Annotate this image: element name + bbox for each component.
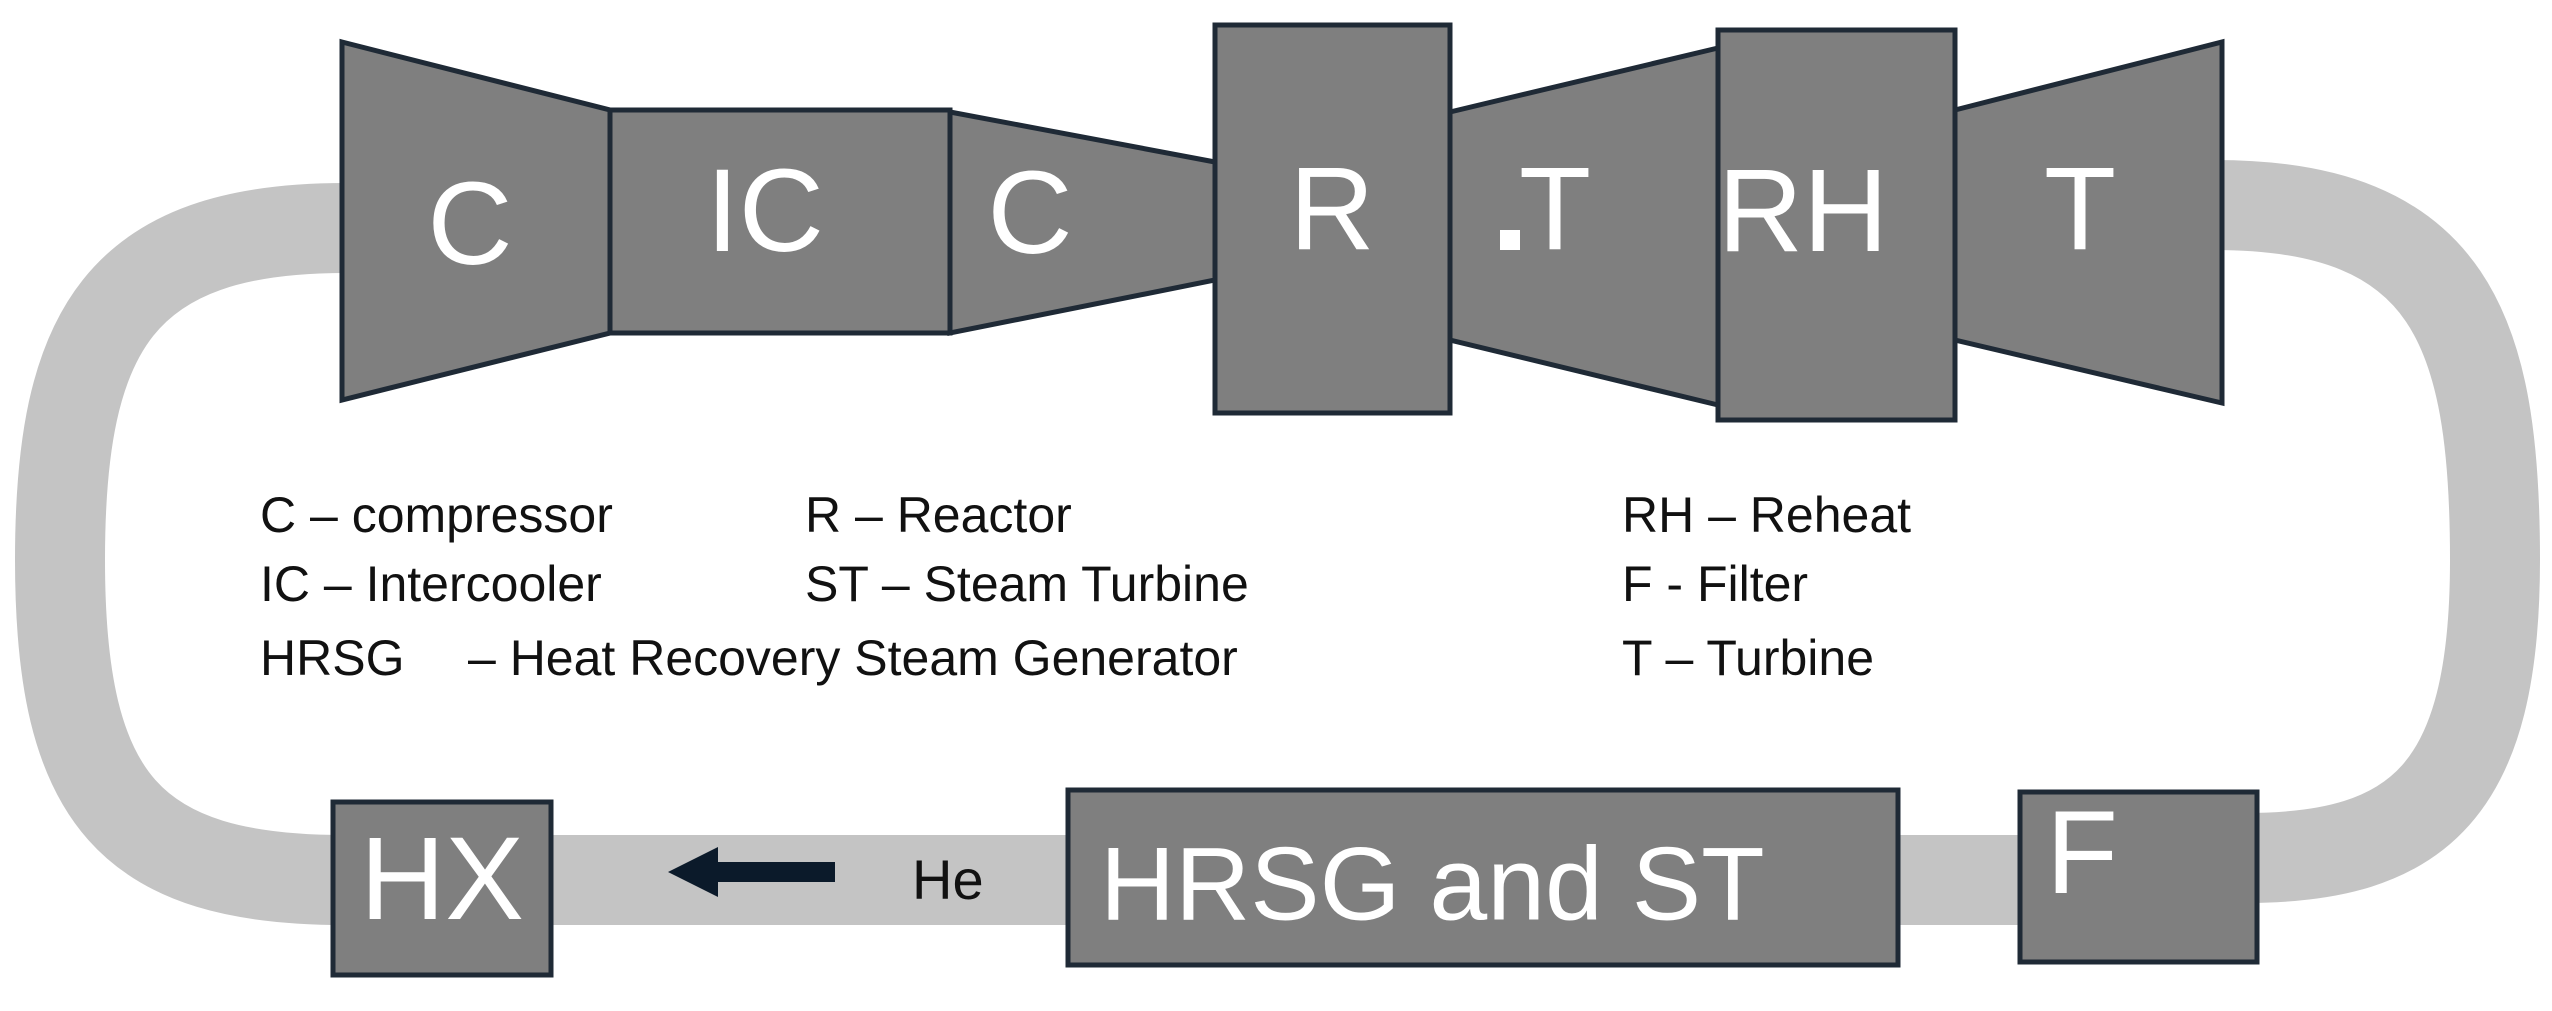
- intercooler-label: IC: [706, 145, 824, 277]
- turbine-label: T: [2044, 143, 2116, 275]
- legend-hrsg-definition: – Heat Recovery Steam Generator: [468, 630, 1238, 686]
- steam-turbine-label: T: [1519, 143, 1591, 275]
- legend-steam-turbine: ST – Steam Turbine: [805, 556, 1249, 612]
- legend-turbine: T – Turbine: [1622, 630, 1874, 686]
- component-labels: C IC C R T RH T HX HRSG and ST F: [360, 143, 2118, 945]
- hrsg-st-label: HRSG and ST: [1100, 826, 1765, 942]
- filter-shape: [2017, 789, 2260, 965]
- legend-reactor: R – Reactor: [805, 487, 1072, 543]
- legend-intercooler: IC – Intercooler: [260, 556, 602, 612]
- compressor-2-label: C: [987, 147, 1072, 279]
- filter-label: F: [2046, 787, 2118, 919]
- legend-reheat: RH – Reheat: [1622, 487, 1911, 543]
- reactor-shape: [1212, 22, 1453, 416]
- hrsg-st-shape: [1065, 787, 1901, 968]
- arrow-left-icon: [668, 847, 835, 897]
- legend-compressor: C – compressor: [260, 487, 613, 543]
- fluid-label: He: [912, 848, 984, 911]
- reheat-label: RH: [1718, 145, 1888, 277]
- steam-turbine-label-marker: [1500, 230, 1520, 250]
- heat-exchanger-label: HX: [360, 813, 524, 945]
- compressor-1-label: C: [427, 158, 512, 290]
- top-train: [339, 22, 2225, 423]
- bottom-components: [330, 787, 2260, 978]
- legend: C – compressor IC – Intercooler HRSG – H…: [260, 487, 1911, 686]
- legend-hrsg-abbrev: HRSG: [260, 630, 404, 686]
- legend-filter: F - Filter: [1622, 556, 1808, 612]
- pipe-left: [14, 183, 346, 925]
- reactor-label: R: [1289, 143, 1374, 275]
- reheat-shape: [1715, 27, 1958, 423]
- pipe-right: [2214, 160, 2541, 903]
- heat-exchanger-shape: [330, 799, 554, 978]
- flow-indicator: He: [668, 847, 984, 911]
